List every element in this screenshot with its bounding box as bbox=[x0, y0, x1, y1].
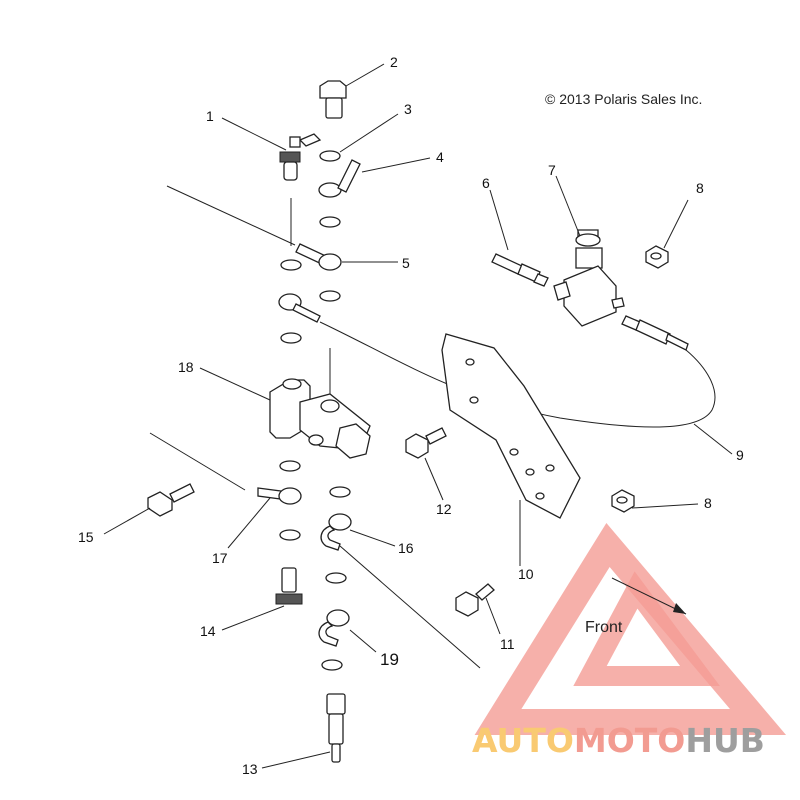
part-5-banjo-fitting bbox=[295, 243, 342, 271]
part-14-bolt bbox=[275, 567, 303, 605]
logo-moto: MOTO bbox=[574, 721, 685, 760]
front-direction: Front bbox=[585, 577, 687, 636]
front-arrow-icon bbox=[673, 603, 686, 614]
callout-12: 12 bbox=[436, 501, 452, 517]
part-9-line-fitting bbox=[621, 315, 689, 351]
logo-triangle-inner bbox=[573, 571, 720, 686]
part-2-banjo-bolt bbox=[319, 80, 347, 119]
washers-left bbox=[279, 259, 302, 541]
callout-labels: 1 2 3 4 5 6 7 8 8 9 10 11 12 13 14 15 16… bbox=[78, 54, 744, 777]
part-banjo-upper-left bbox=[278, 293, 321, 323]
washers-right bbox=[319, 150, 351, 671]
part-8-nut-lower bbox=[611, 489, 635, 513]
callout-11: 11 bbox=[500, 636, 515, 652]
guide-lines bbox=[149, 185, 716, 669]
callout-14: 14 bbox=[200, 623, 216, 639]
part-19-banjo-hose bbox=[318, 609, 350, 647]
logo-triangle-outer bbox=[474, 522, 787, 735]
callout-8-upper: 8 bbox=[696, 180, 704, 196]
callout-17: 17 bbox=[212, 550, 228, 566]
callout-16: 16 bbox=[398, 540, 414, 556]
callout-18: 18 bbox=[178, 359, 194, 375]
front-label: Front bbox=[585, 619, 623, 636]
part-6-fitting bbox=[491, 253, 549, 287]
callout-13: 13 bbox=[242, 761, 258, 777]
callout-3: 3 bbox=[404, 101, 412, 117]
part-7-valve-block bbox=[553, 229, 625, 327]
callout-5: 5 bbox=[402, 255, 410, 271]
callout-9: 9 bbox=[736, 447, 744, 463]
copyright-text: © 2013 Polaris Sales Inc. bbox=[545, 91, 702, 107]
callout-7: 7 bbox=[548, 162, 556, 178]
part-15-bolt bbox=[147, 483, 195, 517]
logo-text: AUTOMOTOHUB bbox=[472, 721, 765, 760]
watermark-logo: AUTOMOTOHUB bbox=[472, 522, 787, 760]
part-4-banjo-hose bbox=[318, 159, 361, 198]
callout-6: 6 bbox=[482, 175, 490, 191]
brake-line-9 bbox=[319, 321, 716, 428]
leader-lines bbox=[103, 63, 733, 769]
part-12-bolt bbox=[405, 427, 447, 459]
callout-4: 4 bbox=[436, 149, 444, 165]
callout-8-lower: 8 bbox=[704, 495, 712, 511]
part-17-banjo bbox=[257, 487, 302, 505]
logo-hub: HUB bbox=[685, 721, 765, 760]
part-11-bolt bbox=[455, 583, 495, 617]
callout-19: 19 bbox=[380, 650, 399, 669]
logo-auto: AUTO bbox=[472, 721, 574, 760]
part-8-nut-upper bbox=[645, 245, 669, 269]
part-10-bracket bbox=[441, 333, 581, 519]
part-1-pressure-switch bbox=[279, 133, 322, 181]
part-13-fitting bbox=[326, 693, 346, 763]
callout-10: 10 bbox=[518, 566, 534, 582]
callout-15: 15 bbox=[78, 529, 94, 545]
callout-1: 1 bbox=[206, 108, 214, 124]
part-18-valve bbox=[269, 378, 371, 459]
part-16-banjo-hose bbox=[320, 513, 352, 551]
callout-2: 2 bbox=[390, 54, 398, 70]
